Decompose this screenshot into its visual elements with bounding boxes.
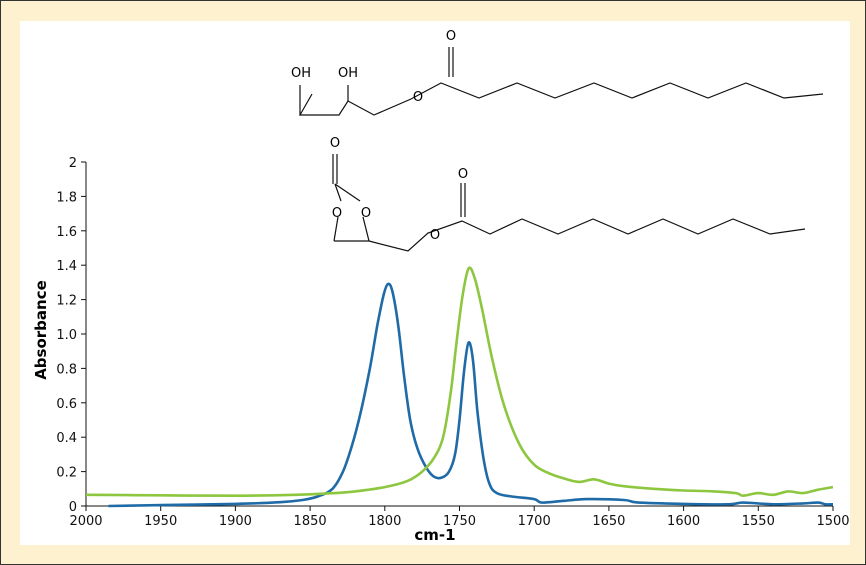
- x-tick-label: 1900: [219, 514, 252, 529]
- chart-axes: [85, 162, 833, 507]
- x-tick-label: 1600: [667, 514, 700, 529]
- y-tick-label: 1.4: [56, 259, 77, 274]
- mono-hydroxyl-1: OH: [291, 66, 311, 81]
- y-tick-label: 0.8: [56, 362, 77, 377]
- y-tick-label: 2: [69, 156, 77, 171]
- carb-ester-o: O: [430, 228, 440, 243]
- figure-panel: O OH OH O O O O O O: [20, 21, 850, 545]
- chart-series: [85, 266, 834, 508]
- y-tick-label: 0.6: [56, 397, 77, 412]
- chart-ticks: 0 0.2 0.4 0.6 0.8 1.0 1.2 1.4 1.6 1.8 2 2000 1950 190…: [56, 156, 849, 529]
- y-tick-label: 1.8: [56, 190, 77, 205]
- x-tick-label: 2000: [69, 514, 102, 529]
- structure-carbonate: [332, 154, 806, 252]
- carb-ring-o-right: O: [361, 206, 371, 221]
- spectrum-line-1: [108, 282, 834, 508]
- structure-monoglyceride: [298, 47, 824, 116]
- y-tick-label: 1.2: [56, 294, 77, 309]
- carb-carbonyl-o: O: [330, 136, 340, 151]
- y-tick-label: 1.0: [56, 328, 77, 343]
- y-tick-label: 0.4: [56, 431, 77, 446]
- x-tick-label: 1700: [518, 514, 551, 529]
- x-tick-label: 1550: [742, 514, 775, 529]
- mono-ester-o: O: [413, 90, 423, 105]
- carb-ring-o-left: O: [332, 206, 342, 221]
- x-tick-label: 1650: [592, 514, 625, 529]
- spectrum-line-2: [85, 266, 834, 498]
- y-axis-title: Absorbance: [32, 280, 50, 380]
- ir-spectrum-chart: O OH OH O O O O O O: [32, 29, 850, 544]
- x-tick-label: 1500: [816, 514, 849, 529]
- x-tick-label: 1750: [443, 514, 476, 529]
- x-tick-label: 1950: [144, 514, 177, 529]
- x-tick-label: 1800: [368, 514, 401, 529]
- x-tick-label: 1850: [294, 514, 327, 529]
- y-tick-label: 0: [69, 500, 77, 515]
- mono-carbonyl-o: O: [446, 29, 456, 44]
- carb-chain-carbonyl-o: O: [458, 167, 468, 182]
- y-tick-label: 0.2: [56, 466, 77, 481]
- y-tick-label: 1.6: [56, 225, 77, 240]
- x-axis-title: cm-1: [414, 526, 455, 544]
- mono-hydroxyl-2: OH: [338, 66, 358, 81]
